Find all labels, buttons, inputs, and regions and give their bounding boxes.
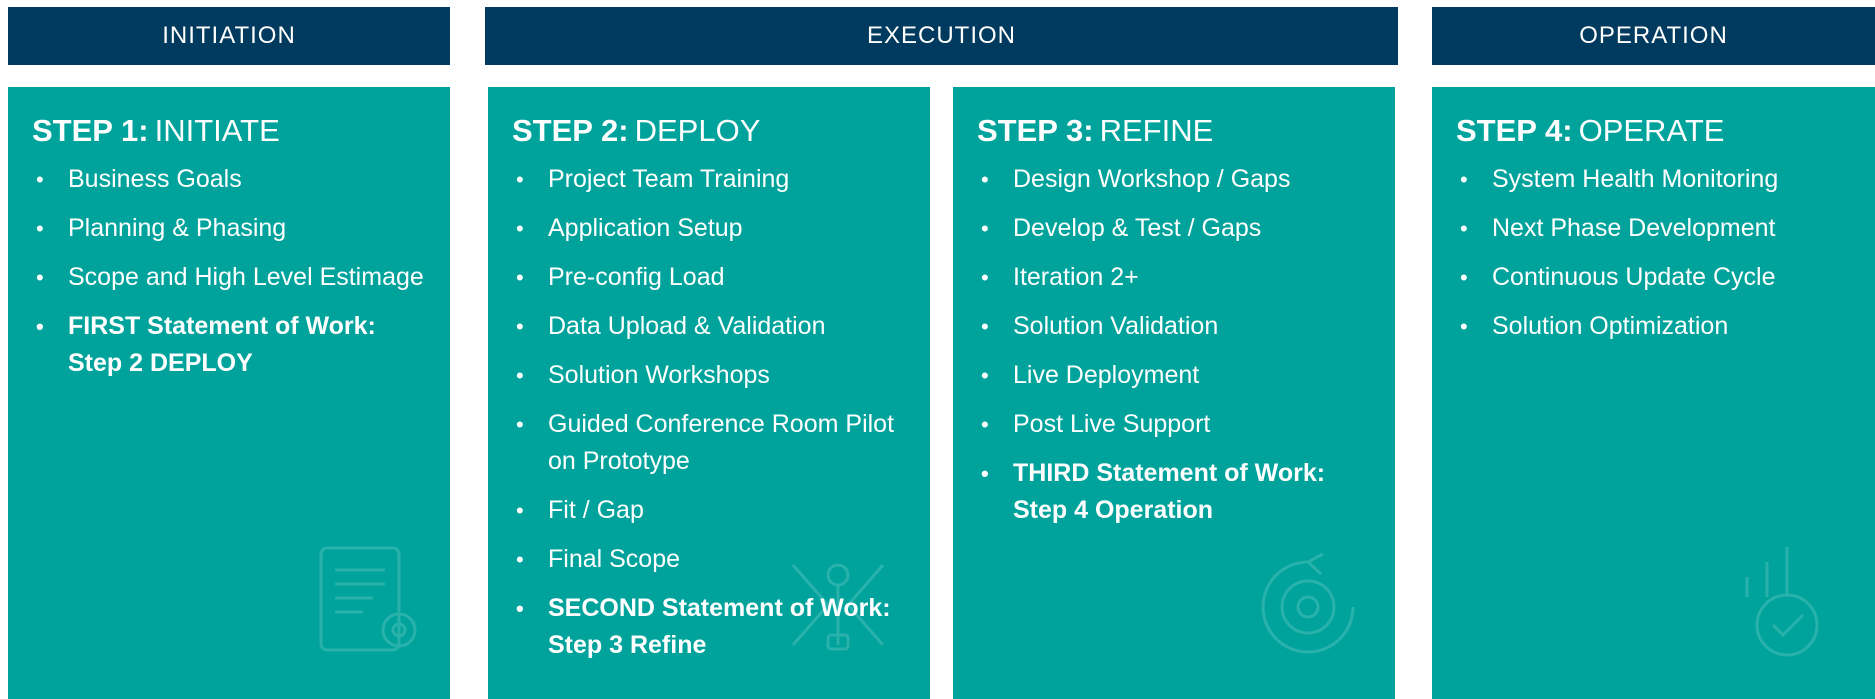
list-item-statement-of-work: •SECOND Statement of Work: Step 3 Refine xyxy=(512,590,908,664)
step-number-label: STEP 3: xyxy=(977,113,1094,148)
bullet-icon: • xyxy=(981,461,989,486)
bullet-icon: • xyxy=(1460,314,1468,339)
list-item: •Post Live Support xyxy=(977,406,1373,443)
list-item: •Design Workshop / Gaps xyxy=(977,161,1373,198)
phase-header-operation: OPERATION xyxy=(1432,7,1875,65)
list-item: •Continuous Update Cycle xyxy=(1456,259,1853,296)
list-item: •Next Phase Development xyxy=(1456,210,1853,247)
gear-cycle-icon xyxy=(1261,552,1355,654)
bullet-icon: • xyxy=(981,265,989,290)
step-title: STEP 4:OPERATE xyxy=(1456,114,1853,148)
list-item: •Live Deployment xyxy=(977,357,1373,394)
step-name: OPERATE xyxy=(1578,113,1725,148)
list-item: •Business Goals xyxy=(32,161,428,198)
step-name: INITIATE xyxy=(154,113,280,148)
list-item-statement-of-work: •THIRD Statement of Work: Step 4 Operati… xyxy=(977,455,1373,529)
list-item: •Solution Workshops xyxy=(512,357,908,394)
bullet-icon: • xyxy=(516,314,524,339)
bullet-icon: • xyxy=(36,167,44,192)
step-item-list: •Project Team Training •Application Setu… xyxy=(512,161,908,664)
step-title: STEP 3:REFINE xyxy=(977,114,1373,148)
bullet-icon: • xyxy=(516,498,524,523)
list-item: •System Health Monitoring xyxy=(1456,161,1853,198)
bullet-icon: • xyxy=(516,412,524,437)
bullet-icon: • xyxy=(1460,216,1468,241)
bullet-icon: • xyxy=(981,412,989,437)
bullet-icon: • xyxy=(981,167,989,192)
list-item: •Planning & Phasing xyxy=(32,210,428,247)
bullet-icon: • xyxy=(1460,167,1468,192)
list-item: •Iteration 2+ xyxy=(977,259,1373,296)
phase-initiation-label: INITIATION xyxy=(162,22,296,49)
bullet-icon: • xyxy=(981,363,989,388)
list-item: •Solution Validation xyxy=(977,308,1373,345)
list-item: •Guided Conference Room Pilot on Prototy… xyxy=(512,406,908,480)
step-card-deploy: STEP 2:DEPLOY •Project Team Training •Ap… xyxy=(488,87,930,699)
phase-header-execution: EXECUTION xyxy=(485,7,1398,65)
chart-gear-check-icon xyxy=(1745,547,1819,657)
bullet-icon: • xyxy=(516,547,524,572)
step-name: DEPLOY xyxy=(634,113,761,148)
bullet-icon: • xyxy=(516,216,524,241)
step-title: STEP 2:DEPLOY xyxy=(512,114,908,148)
phase-execution-label: EXECUTION xyxy=(866,22,1016,49)
bullet-icon: • xyxy=(1460,265,1468,290)
list-item: •Develop & Test / Gaps xyxy=(977,210,1373,247)
document-gear-icon xyxy=(319,546,417,652)
bullet-icon: • xyxy=(516,363,524,388)
bullet-icon: • xyxy=(36,314,44,339)
step-number-label: STEP 4: xyxy=(1456,113,1573,148)
list-item: •Scope and High Level Estimage xyxy=(32,259,428,296)
list-item: •Project Team Training xyxy=(512,161,908,198)
list-item: •Fit / Gap xyxy=(512,492,908,529)
list-item: •Solution Optimization xyxy=(1456,308,1853,345)
step-item-list: •System Health Monitoring •Next Phase De… xyxy=(1456,161,1853,345)
step-number-label: STEP 2: xyxy=(512,113,629,148)
bullet-icon: • xyxy=(981,216,989,241)
step-number-label: STEP 1: xyxy=(32,113,149,148)
phase-header-initiation: INITIATION xyxy=(8,7,450,65)
bullet-icon: • xyxy=(516,167,524,192)
bullet-icon: • xyxy=(36,265,44,290)
step-item-list: •Design Workshop / Gaps •Develop & Test … xyxy=(977,161,1373,529)
list-item: •Pre-config Load xyxy=(512,259,908,296)
step-item-list: •Business Goals •Planning & Phasing •Sco… xyxy=(32,161,428,382)
list-item: •Application Setup xyxy=(512,210,908,247)
bullet-icon: • xyxy=(36,216,44,241)
step-title: STEP 1:INITIATE xyxy=(32,114,428,148)
phase-operation-label: OPERATION xyxy=(1579,22,1728,49)
step-card-initiate: STEP 1:INITIATE •Business Goals •Plannin… xyxy=(8,87,450,699)
step-name: REFINE xyxy=(1099,113,1214,148)
bullet-icon: • xyxy=(981,314,989,339)
tools-code-icon xyxy=(791,563,885,651)
list-item-statement-of-work: •FIRST Statement of Work: Step 2 DEPLOY xyxy=(32,308,428,382)
list-item: •Data Upload & Validation xyxy=(512,308,908,345)
bullet-icon: • xyxy=(516,596,524,621)
list-item: •Final Scope xyxy=(512,541,908,578)
step-card-refine: STEP 3:REFINE •Design Workshop / Gaps •D… xyxy=(953,87,1395,699)
bullet-icon: • xyxy=(516,265,524,290)
step-card-operate: STEP 4:OPERATE •System Health Monitoring… xyxy=(1432,87,1875,699)
